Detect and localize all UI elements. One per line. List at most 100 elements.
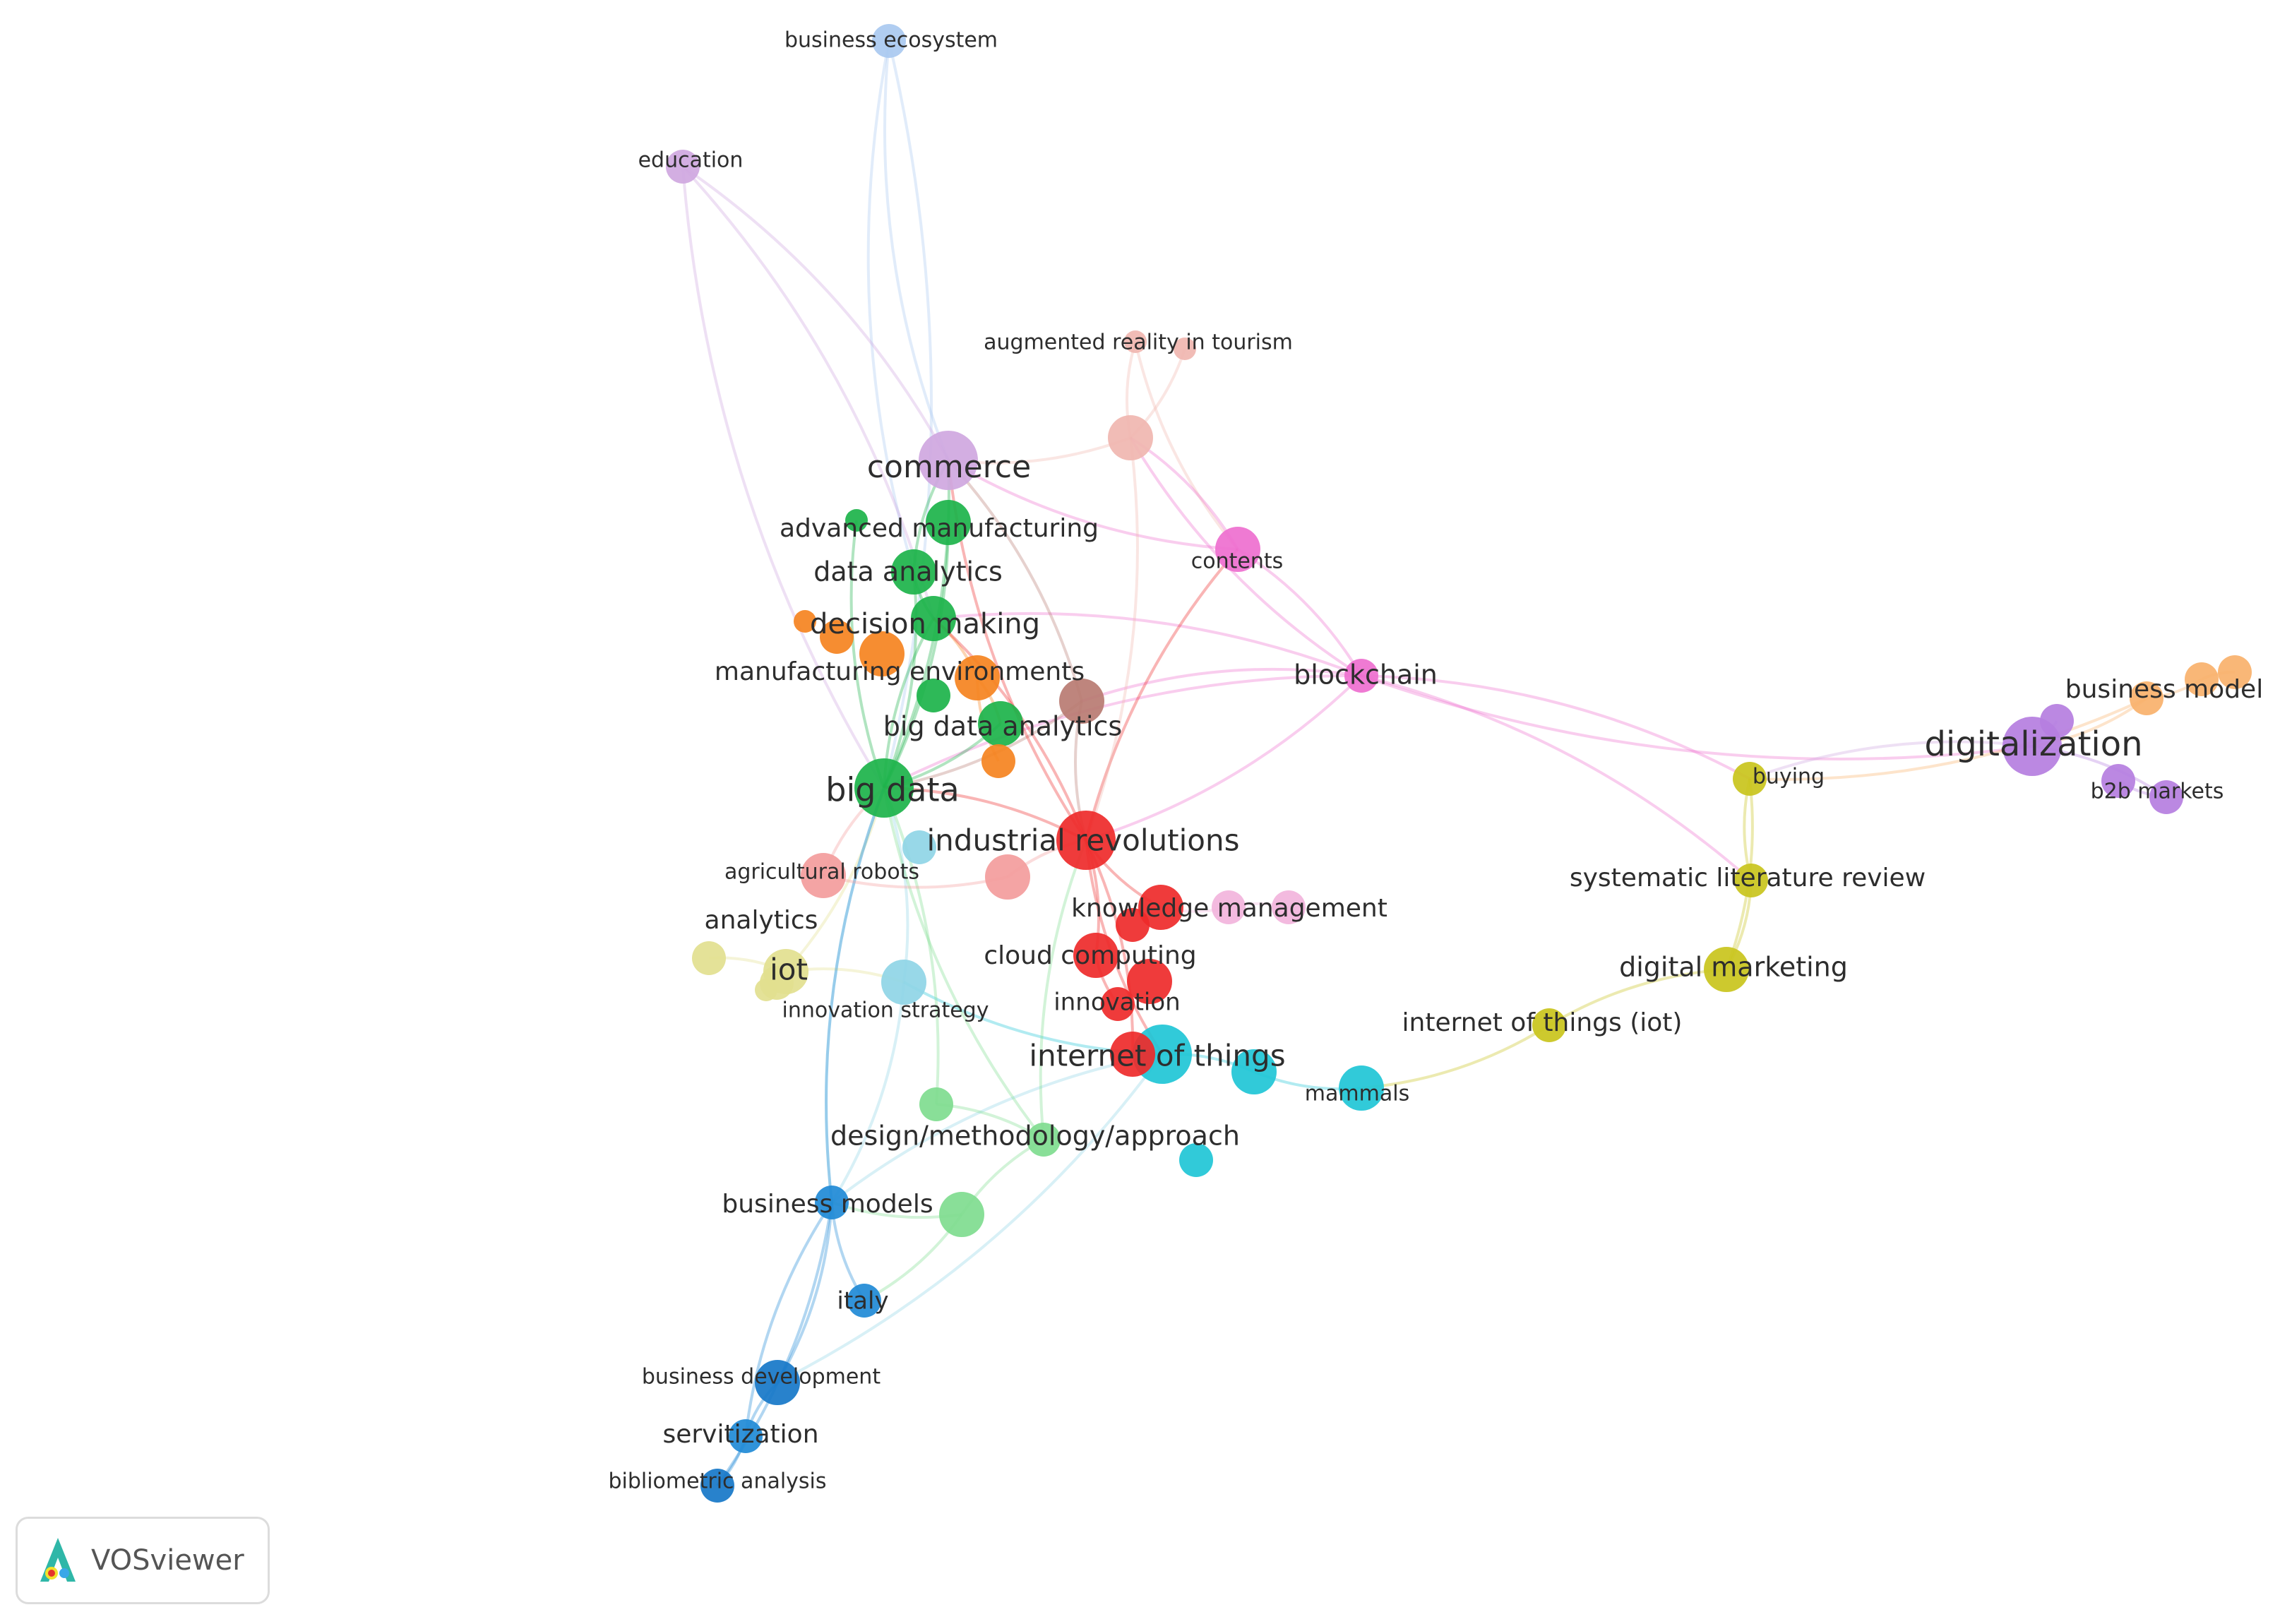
node-mammals[interactable] <box>1339 1065 1384 1111</box>
edge-commerce-brown-hub <box>947 459 1083 702</box>
node-advanced-manufacturing[interactable] <box>845 509 868 532</box>
edge-education-commerce <box>681 165 950 461</box>
node-label-data-analytics: data analytics <box>813 556 1003 587</box>
node-km-pink2[interactable] <box>1272 890 1306 924</box>
node-big-data[interactable] <box>854 758 914 818</box>
node-bm3[interactable] <box>2218 655 2252 689</box>
node-innovation-strategy[interactable] <box>881 960 926 1005</box>
node-agricultural-robots[interactable] <box>801 853 846 898</box>
node-orange1[interactable] <box>794 610 816 633</box>
edge-education-big-data <box>681 166 885 789</box>
node-cyan2[interactable] <box>1231 1049 1277 1094</box>
edge-business-models-business-development <box>776 1202 833 1384</box>
node-systematic-literature-review[interactable] <box>1734 864 1768 897</box>
node-business-ecosystem[interactable] <box>872 24 906 58</box>
node-lightgreen3[interactable] <box>939 1192 984 1237</box>
edge-tourism-hub-industrial-revolutions <box>1085 437 1139 841</box>
node-km-pink1[interactable] <box>1212 890 1246 924</box>
edge-blockchain-decision-making <box>933 611 1362 677</box>
edge-business-models-big-data <box>825 787 885 1203</box>
node-label-education: education <box>638 148 744 173</box>
node-am2[interactable] <box>926 500 971 545</box>
edge-big-data-advanced-manufacturing <box>849 520 885 789</box>
edge-business-development-internet-of-things <box>777 1053 1164 1384</box>
node-design-methodology[interactable] <box>1027 1123 1061 1157</box>
node-education[interactable] <box>666 150 700 184</box>
node-cyan3[interactable] <box>1179 1143 1213 1177</box>
node-knowledge-management[interactable] <box>1138 885 1183 930</box>
node-green-small[interactable] <box>917 679 950 712</box>
node-manufacturing-environments[interactable] <box>955 655 1000 700</box>
node-paleyellow4[interactable] <box>755 979 777 1001</box>
edge-digital-marketing-internet-of-things-iot <box>1548 968 1727 1027</box>
node-red3[interactable] <box>1127 959 1172 1004</box>
node-digital-marketing[interactable] <box>1704 947 1749 992</box>
node-buying[interactable] <box>1733 762 1767 796</box>
node-brown-hub[interactable] <box>1059 679 1104 724</box>
node-cloud-computing[interactable] <box>1073 933 1118 978</box>
node-business-development[interactable] <box>755 1360 800 1405</box>
node-label-blockchain: blockchain <box>1294 659 1438 691</box>
edge-agricultural-robots-lightred2 <box>823 874 1008 889</box>
node-label-iot: iot <box>770 953 808 987</box>
node-innovation[interactable] <box>1101 987 1135 1021</box>
node-b2b2[interactable] <box>2101 764 2135 798</box>
node-red4[interactable] <box>1110 1032 1155 1077</box>
node-label-agricultural-robots: agricultural robots <box>724 860 919 885</box>
node-orange2[interactable] <box>820 620 854 654</box>
node-augmented-reality[interactable] <box>1124 330 1147 353</box>
edge-blockchain-brown-hub <box>1081 667 1362 703</box>
nodes-layer <box>666 24 2252 1503</box>
node-label-cloud-computing: cloud computing <box>984 941 1196 970</box>
node-label-digitalization: digitalization <box>1924 724 2142 764</box>
edge-design-methodology-industrial-revolutions <box>1039 840 1087 1140</box>
node-label-internet-of-things: internet of things <box>1029 1039 1285 1073</box>
edge-blockchain-digitalization <box>1361 674 2033 760</box>
node-ar2[interactable] <box>1174 338 1196 360</box>
node-label-design-methodology: design/methodology/approach <box>830 1121 1240 1152</box>
node-business-models[interactable] <box>815 1186 849 1219</box>
node-label-digital-marketing: digital marketing <box>1619 952 1848 983</box>
node-internet-of-things-iot[interactable] <box>1532 1008 1566 1042</box>
node-italy[interactable] <box>847 1284 881 1318</box>
node-business-model[interactable] <box>2130 681 2163 715</box>
node-decision-making[interactable] <box>911 596 956 641</box>
node-lightgreen1[interactable] <box>919 1087 953 1121</box>
node-label-advanced-manufacturing: advanced manufacturing <box>780 514 1099 543</box>
node-lightblue2[interactable] <box>902 830 936 864</box>
node-big-data-analytics[interactable] <box>978 701 1023 746</box>
node-label-innovation-strategy: innovation strategy <box>782 998 989 1023</box>
node-orange3[interactable] <box>859 631 905 676</box>
edge-business-ecosystem-big-data <box>883 40 933 789</box>
node-label-b2b-markets: b2b markets <box>2091 780 2224 804</box>
edge-internet-of-things-business-models <box>830 1053 1163 1204</box>
node-blockchain[interactable] <box>1344 659 1378 693</box>
node-lightred2[interactable] <box>985 854 1030 900</box>
node-bm2[interactable] <box>2185 662 2219 696</box>
node-data-analytics[interactable] <box>891 549 936 595</box>
node-bibliometric-analysis[interactable] <box>700 1469 734 1503</box>
edge-lightgreen1-big-data <box>883 787 940 1105</box>
node-servitization[interactable] <box>729 1419 763 1453</box>
node-commerce[interactable] <box>919 431 978 490</box>
node-analytics[interactable] <box>692 941 726 975</box>
node-tourism-hub[interactable] <box>1108 415 1153 460</box>
node-label-mammals: mammals <box>1305 1082 1409 1106</box>
node-industrial-revolutions[interactable] <box>1056 811 1116 870</box>
edge-augmented-reality-contents <box>1134 341 1239 551</box>
node-b2b-markets[interactable] <box>2149 780 2183 814</box>
edge-education-decision-making <box>681 165 935 619</box>
node-contents[interactable] <box>1215 527 1260 572</box>
node-label-business-models: business models <box>722 1190 933 1219</box>
node-label-knowledge-management: knowledge management <box>1071 894 1387 923</box>
node-orange4[interactable] <box>981 744 1015 778</box>
edge-design-methodology-big-data <box>883 787 1045 1141</box>
node-dig2[interactable] <box>2040 704 2074 738</box>
node-red2[interactable] <box>1116 908 1150 942</box>
vosviewer-logo-icon <box>40 1538 76 1582</box>
vosviewer-logo-badge[interactable]: VOSviewer <box>16 1517 270 1604</box>
edge-business-ecosystem-commerce <box>883 40 950 461</box>
node-label-analytics: analytics <box>705 906 818 935</box>
